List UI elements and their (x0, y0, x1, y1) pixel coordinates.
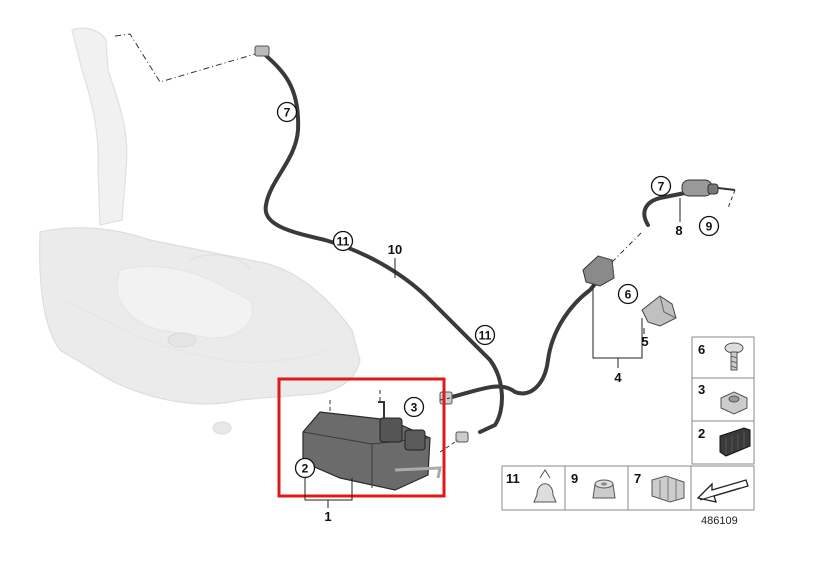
guide-line-neck (114, 33, 263, 83)
callout-2: 2 (294, 457, 316, 479)
hose-8 (642, 191, 687, 227)
label-1-bracket (304, 478, 353, 508)
hose-10 (260, 50, 504, 434)
side-legend: 6 3 2 (691, 336, 755, 465)
label-4: 4 (614, 370, 622, 385)
guide-line-valve (611, 231, 643, 263)
bottom-legend: 11 9 7 (501, 465, 755, 511)
label-1: 1 (324, 509, 331, 524)
legend-label-7: 7 (634, 471, 641, 486)
svg-text:2: 2 (302, 462, 309, 476)
hose-4 (446, 276, 602, 400)
hose-clamp-icon (651, 475, 685, 503)
rubber-block-icon (719, 427, 751, 457)
diagram-id: 486109 (701, 515, 738, 527)
svg-text:11: 11 (337, 235, 350, 249)
hose-10-end-connector (455, 431, 469, 443)
legend-label-11: 11 (506, 471, 520, 486)
highlight-frame (277, 377, 446, 498)
label-5: 5 (641, 334, 648, 349)
direction-arrow-icon (696, 479, 749, 503)
hose-4-connector (439, 391, 453, 405)
svg-text:3: 3 (411, 401, 418, 415)
callout-9: 9 (698, 215, 720, 237)
callout-7-top: 7 (276, 101, 298, 123)
callout-11-left: 11 (332, 230, 354, 252)
callout-11-right: 11 (474, 324, 496, 346)
hose-8-part (681, 179, 736, 197)
svg-text:9: 9 (706, 220, 713, 234)
legend-label-2: 2 (698, 426, 705, 441)
valve-part (582, 255, 615, 287)
svg-text:6: 6 (625, 288, 632, 302)
expanding-nut-icon (592, 479, 616, 499)
guide-line-8 (727, 189, 736, 209)
legend-label-6: 6 (698, 342, 705, 357)
screw-icon (724, 342, 744, 371)
legend-label-3: 3 (698, 382, 705, 397)
legend-label-9: 9 (571, 471, 578, 486)
bracket-part (641, 295, 677, 327)
hose-10-connector (254, 45, 270, 57)
carbon-canister (302, 401, 442, 491)
label-8: 8 (675, 223, 682, 238)
nut-icon (720, 391, 748, 415)
callout-6: 6 (617, 283, 639, 305)
svg-text:7: 7 (658, 180, 665, 194)
label-4-bracket (592, 285, 643, 368)
label-10: 10 (388, 242, 402, 257)
fuel-tank-ghost (39, 27, 361, 435)
clip-icon (533, 469, 557, 503)
svg-text:11: 11 (479, 329, 492, 343)
callout-7-right: 7 (650, 175, 672, 197)
svg-text:7: 7 (284, 106, 291, 120)
callout-3: 3 (403, 396, 425, 418)
